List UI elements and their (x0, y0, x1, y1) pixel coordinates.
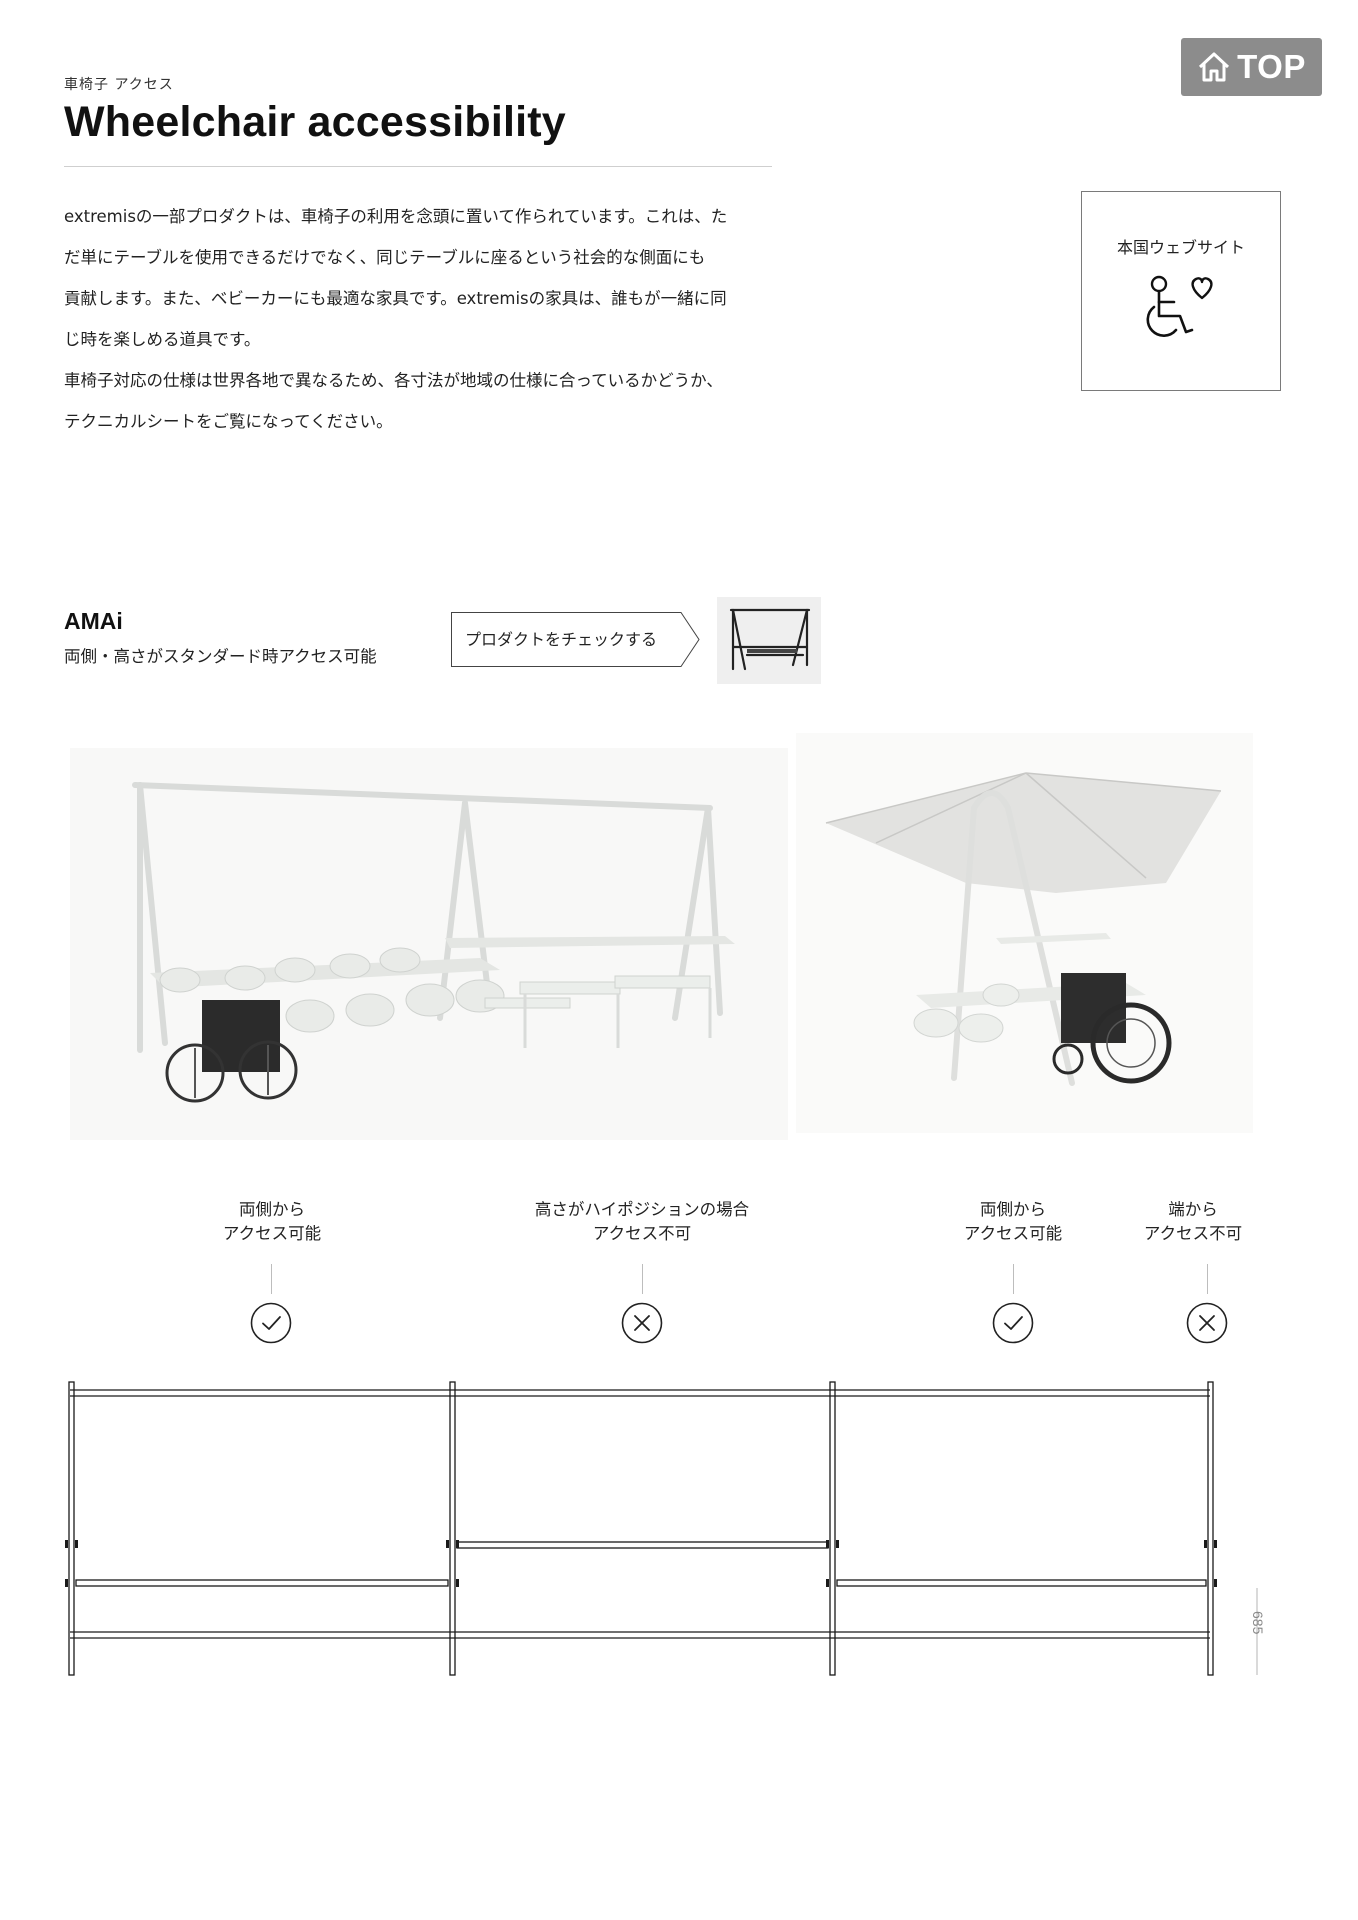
intro-text: extremisの一部プロダクトは、車椅子の利用を念頭に置いて作られています。こ… (64, 196, 804, 442)
access-label: 両側から アクセス可能 (172, 1198, 372, 1246)
callout-line (1207, 1264, 1208, 1294)
intro-line: だ単にテーブルを使用できるだけでなく、同じテーブルに座るという社会的な側面にも (64, 248, 706, 267)
check-circle-icon (992, 1302, 1034, 1344)
product-name: AMAi (64, 608, 123, 634)
access-label-line1: 高さがハイポジションの場合 (534, 1200, 750, 1219)
access-label-line1: 両側から (980, 1200, 1046, 1219)
product-photo-canopy-table (796, 733, 1253, 1133)
title-divider (64, 166, 772, 167)
top-button[interactable]: TOP (1181, 38, 1322, 96)
top-button-label: TOP (1237, 48, 1306, 85)
cross-circle-icon (1186, 1302, 1228, 1344)
intro-line: じ時を楽しめる道具です。 (64, 330, 261, 349)
cross-circle-icon (621, 1302, 663, 1344)
official-site-label: 本国ウェブサイト (1116, 238, 1245, 257)
technical-elevation-drawing (65, 1381, 1258, 1676)
check-product-label: プロダクトをチェックする (465, 630, 658, 649)
official-site-link[interactable]: 本国ウェブサイト (1081, 191, 1281, 391)
access-label-line2: アクセス可能 (963, 1224, 1063, 1243)
access-label-line1: 端から (1168, 1200, 1218, 1219)
intro-line: 車椅子対応の仕様は世界各地で異なるため、各寸法が地域の仕様に合っているかどうか、 (64, 371, 723, 390)
access-label-line2: アクセス不可 (1143, 1224, 1243, 1243)
callout-line (271, 1264, 272, 1294)
intro-line: 貢献します。また、ベビーカーにも最適な家具です。extremisの家具は、誰もが… (64, 289, 727, 308)
check-circle-icon (250, 1302, 292, 1344)
check-product-button[interactable]: プロダクトをチェックする (451, 612, 701, 672)
wheelchair-heart-icon (1146, 275, 1213, 337)
intro-line: extremisの一部プロダクトは、車椅子の利用を念頭に置いて作られています。こ… (64, 207, 728, 226)
page-title: Wheelchair accessibility (64, 98, 566, 146)
access-label: 両側から アクセス可能 (913, 1198, 1113, 1246)
access-label-line2: アクセス不可 (592, 1224, 692, 1243)
access-label: 端から アクセス不可 (1103, 1198, 1283, 1246)
access-label-line1: 両側から (239, 1200, 305, 1219)
home-icon (1199, 52, 1230, 82)
dimension-label: 685 (1250, 1611, 1266, 1635)
product-thumbnail[interactable] (717, 597, 821, 684)
access-label: 高さがハイポジションの場合 アクセス不可 (482, 1198, 802, 1246)
access-label-line2: アクセス可能 (222, 1224, 322, 1243)
product-photo-row-table (70, 748, 788, 1140)
callout-line (642, 1264, 643, 1294)
button-outline (451, 612, 700, 667)
intro-line: テクニカルシートをご覧になってください。 (64, 412, 393, 431)
page-subtitle: 車椅子 アクセス (64, 77, 174, 93)
callout-line (1013, 1264, 1014, 1294)
product-description: 両側・高さがスタンダード時アクセス可能 (64, 647, 377, 666)
